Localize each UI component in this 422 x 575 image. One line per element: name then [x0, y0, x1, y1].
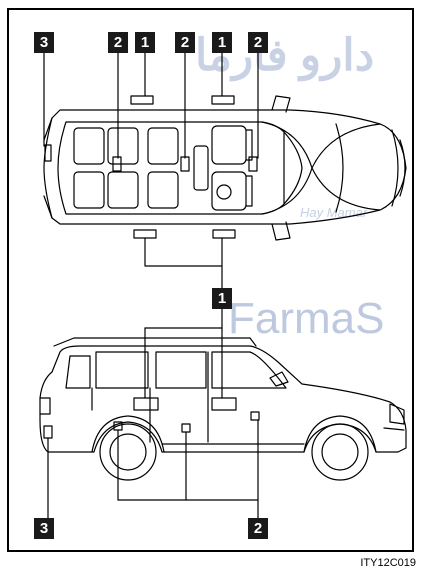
diagram-frame — [7, 8, 414, 552]
tag-rear-sensor-top: 3 — [34, 32, 54, 53]
tag-side-sensor-rear: 1 — [135, 32, 155, 53]
watermark-latin: FarmaS — [228, 294, 385, 343]
figure-code: ITY12C019 — [360, 557, 416, 569]
tag-seat-sensors-bottom: 2 — [248, 518, 268, 539]
top-view-car — [43, 47, 407, 289]
tag-rear-sensor-bottom: 3 — [34, 518, 54, 539]
side-view-car — [39, 305, 407, 521]
tag-side-sensor-front: 1 — [212, 32, 232, 53]
tag-seat-sensor-front: 2 — [248, 32, 268, 53]
tag-seat-sensor-middle: 2 — [175, 32, 195, 53]
tag-side-sensors-middle: 1 — [212, 288, 232, 309]
tag-seat-sensor-rear: 2 — [108, 32, 128, 53]
